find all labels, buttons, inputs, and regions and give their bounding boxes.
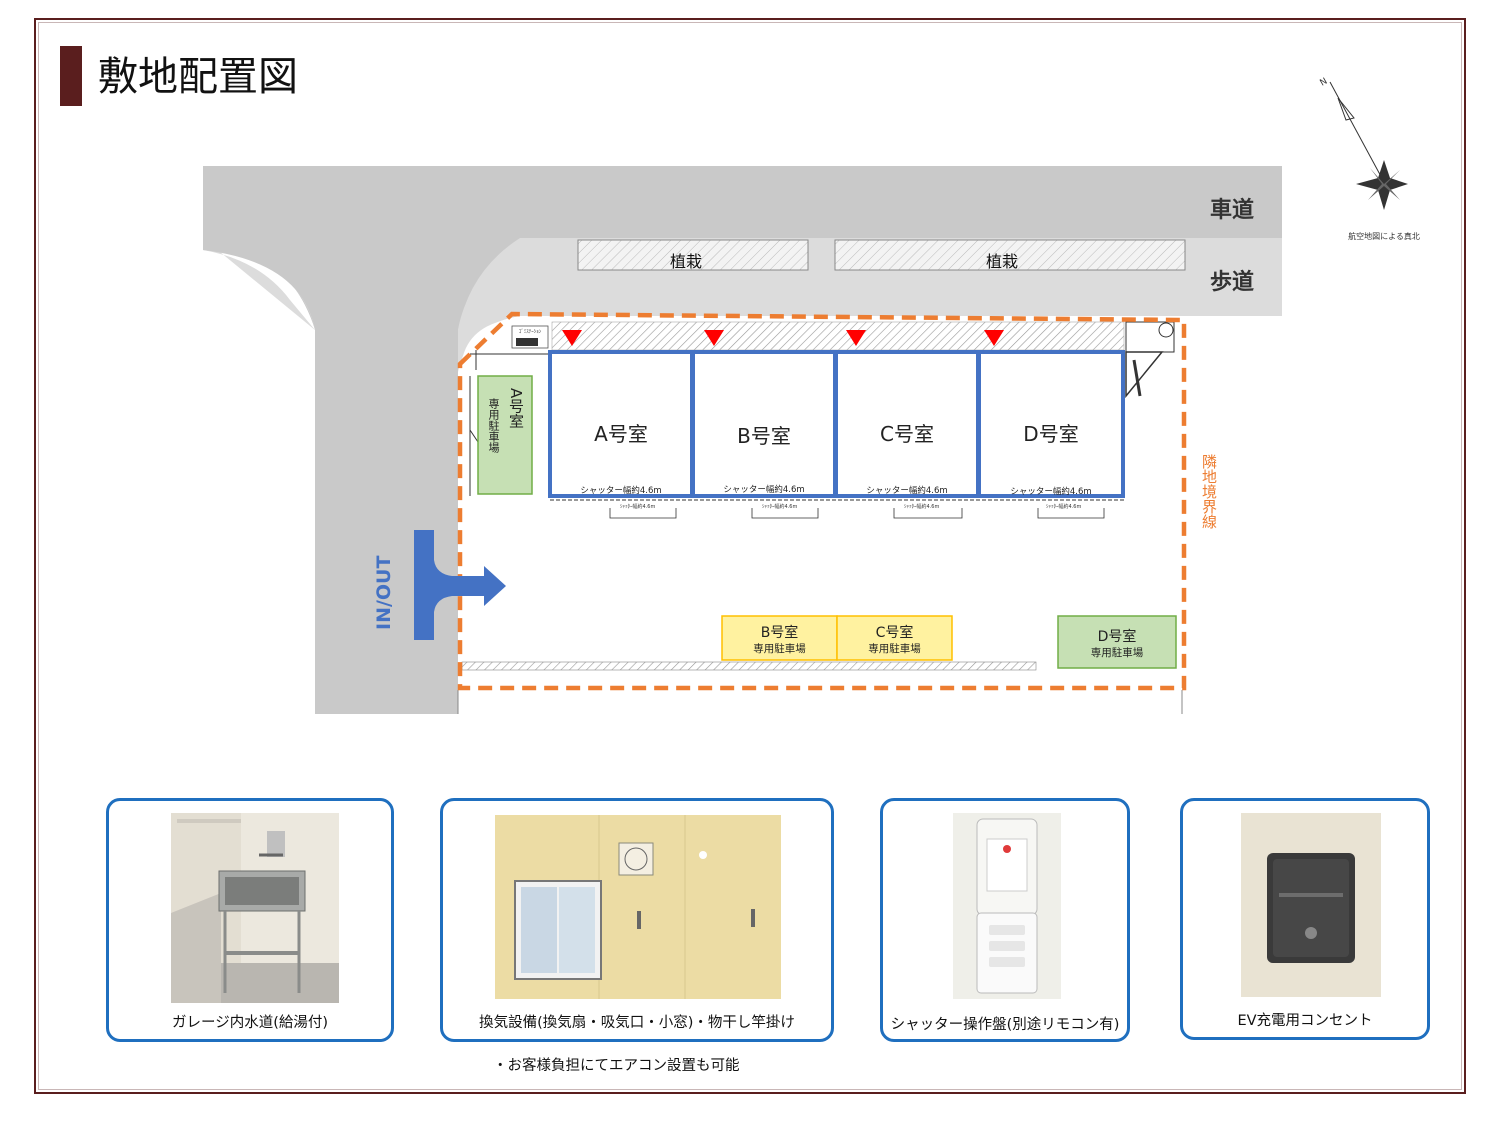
feature-card-shutter-panel: シャッター操作盤(別途リモコン有) [880,798,1130,1042]
planting-label-1: 植栽 [670,252,703,271]
unit-c-shutter: シャッター幅約4.6m [866,486,948,496]
feature-card-ev-outlet: EV充電用コンセント [1180,798,1430,1040]
unit-b-shutter: シャッター幅約4.6m [723,485,805,495]
aircon-note: ・お客様負担にてエアコン設置も可能 [493,1058,740,1074]
feature-caption-shutter-panel: シャッター操作盤(別途リモコン有) [890,1017,1120,1033]
unit-d-shutter: シャッター幅約4.6m [1010,487,1092,497]
page-title: 敷地配置図 [98,54,298,100]
road-label: 車道 [1210,198,1255,223]
ventilation-photo [495,815,781,999]
feature-caption-sink: ガレージ内水道(給湯付) [171,1015,329,1031]
feature-card-sink: ガレージ内水道(給湯付) [106,798,394,1042]
parking-d-sub: 専用駐車場 [1090,647,1144,659]
shutter-panel-photo [953,813,1061,999]
parking-a-sub: 専用駐車場 [487,398,500,453]
page-frame-inner [38,22,1462,1090]
title-accent-bar [60,46,82,106]
boundary-label: 隣地境界線 [1200,454,1218,529]
sink-photo [171,813,339,1003]
parking-b-sub: 専用駐車場 [753,643,806,655]
ev-outlet-photo [1241,813,1381,997]
unit-d-name: D号室 [1023,422,1079,446]
page-frame [34,18,1466,1094]
unit-b-name: B号室 [737,424,791,448]
parking-c-title: C号室 [875,625,914,641]
unit-c-name: C号室 [880,422,934,446]
unit-a-name: A号室 [594,422,648,446]
feature-caption-ventilation: 換気設備(換気扇・吸気口・小窓)・物干し竿掛け [479,1015,795,1031]
sidewalk-label: 歩道 [1210,270,1255,295]
parking-d-title: D号室 [1097,629,1137,645]
parking-c-sub: 専用駐車場 [868,643,921,655]
unit-a-shutter: シャッター幅約4.6m [580,486,662,496]
parking-b-title: B号室 [760,625,799,641]
feature-card-ventilation: 換気設備(換気扇・吸気口・小窓)・物干し竿掛け [440,798,834,1042]
in-out-label: IN/OUT [373,555,395,630]
parking-a-title: A号室 [507,388,525,429]
feature-caption-ev-outlet: EV充電用コンセント [1237,1013,1373,1029]
planting-label-2: 植栽 [986,252,1019,271]
